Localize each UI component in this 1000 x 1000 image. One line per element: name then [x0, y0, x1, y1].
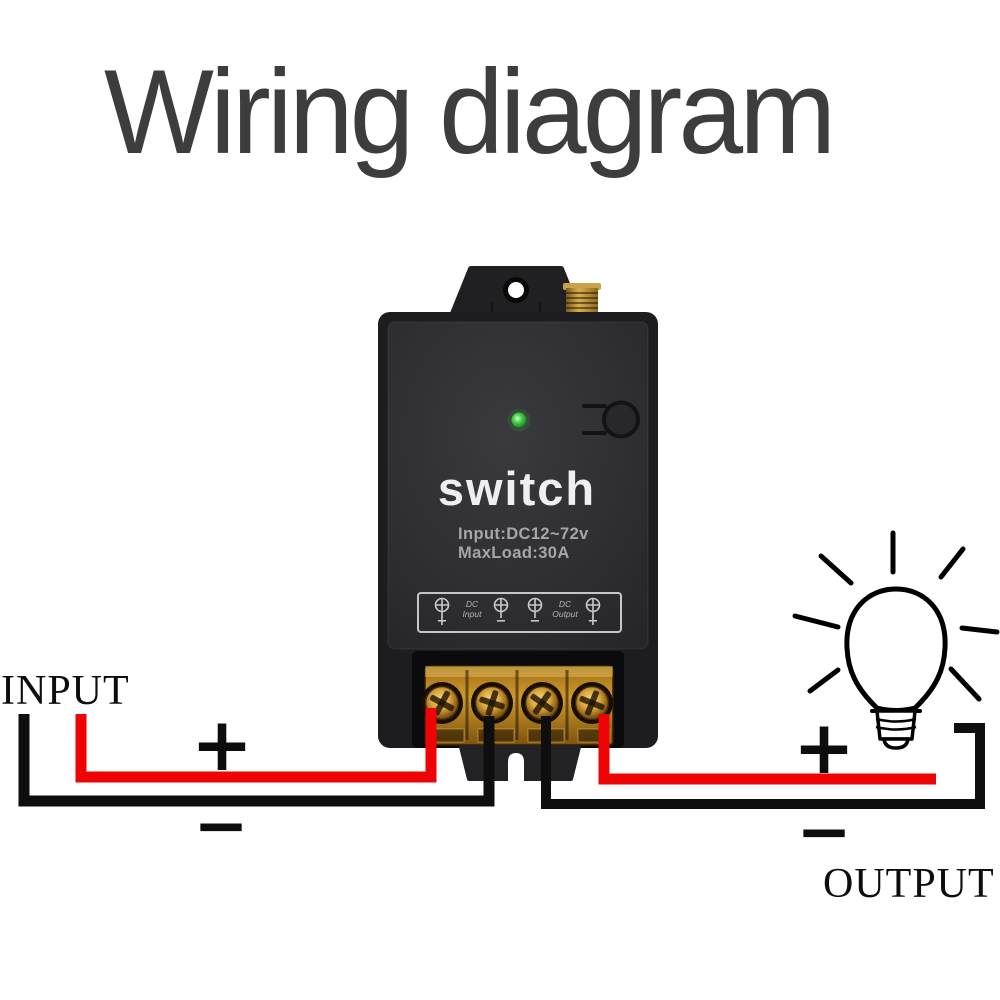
terminal-block	[412, 651, 624, 748]
input-positive-wire	[75, 708, 437, 783]
spec-max-load: MaxLoad:30A	[458, 544, 570, 562]
dc-output-group-label: DC Output	[543, 599, 587, 619]
dc-output-line1: DC	[558, 599, 572, 609]
terminal-screw-icon	[434, 597, 450, 618]
output-negative-sign: −	[796, 793, 852, 870]
terminal-screws	[421, 682, 613, 724]
input-label: INPUT	[1, 668, 130, 714]
bottom-mounting-tab	[459, 745, 581, 782]
light-rays	[792, 530, 1000, 702]
terminal-sign-4: +	[587, 614, 599, 629]
device-product-label: switch	[437, 462, 597, 515]
terminal-label-panel: + − − + DC Input DC Output	[417, 592, 622, 633]
dc-output-line2: Output	[552, 608, 578, 619]
terminal-sign-2: −	[495, 614, 507, 629]
light-bulb-icon	[792, 530, 1000, 750]
antenna-connector-icon	[563, 283, 601, 316]
input-negative-sign: −	[193, 787, 249, 864]
pairing-button-icon	[582, 400, 640, 439]
input-negative-wire	[18, 714, 495, 807]
wires	[18, 708, 985, 809]
terminal-sign-3: −	[529, 614, 541, 629]
bulb-base	[870, 709, 922, 750]
output-negative-wire	[541, 716, 985, 809]
device-face-panel	[387, 321, 649, 650]
output-positive-wire	[598, 714, 936, 785]
dc-input-line2: Input	[462, 608, 482, 619]
bulb-glass	[844, 586, 948, 713]
terminal-sign-1: +	[436, 614, 448, 629]
mounting-slot-icon	[508, 753, 524, 782]
dc-input-line1: DC	[465, 599, 479, 609]
spec-input-voltage: Input:DC12~72v	[458, 525, 589, 543]
led-indicator-icon	[511, 412, 527, 428]
top-mounting-tab	[449, 266, 583, 319]
terminal-screw-icon	[527, 597, 543, 618]
output-positive-sign: +	[792, 705, 856, 791]
input-positive-sign: +	[190, 702, 254, 788]
terminal-screw-icon	[585, 597, 601, 618]
terminal-screw-icon	[493, 597, 509, 618]
output-label: OUTPUT	[823, 861, 995, 907]
dc-input-group-label: DC Input	[450, 599, 494, 619]
device-specs: Input:DC12~72v MaxLoad:30A	[458, 525, 589, 563]
page-title: Wiring diagram	[104, 45, 836, 179]
